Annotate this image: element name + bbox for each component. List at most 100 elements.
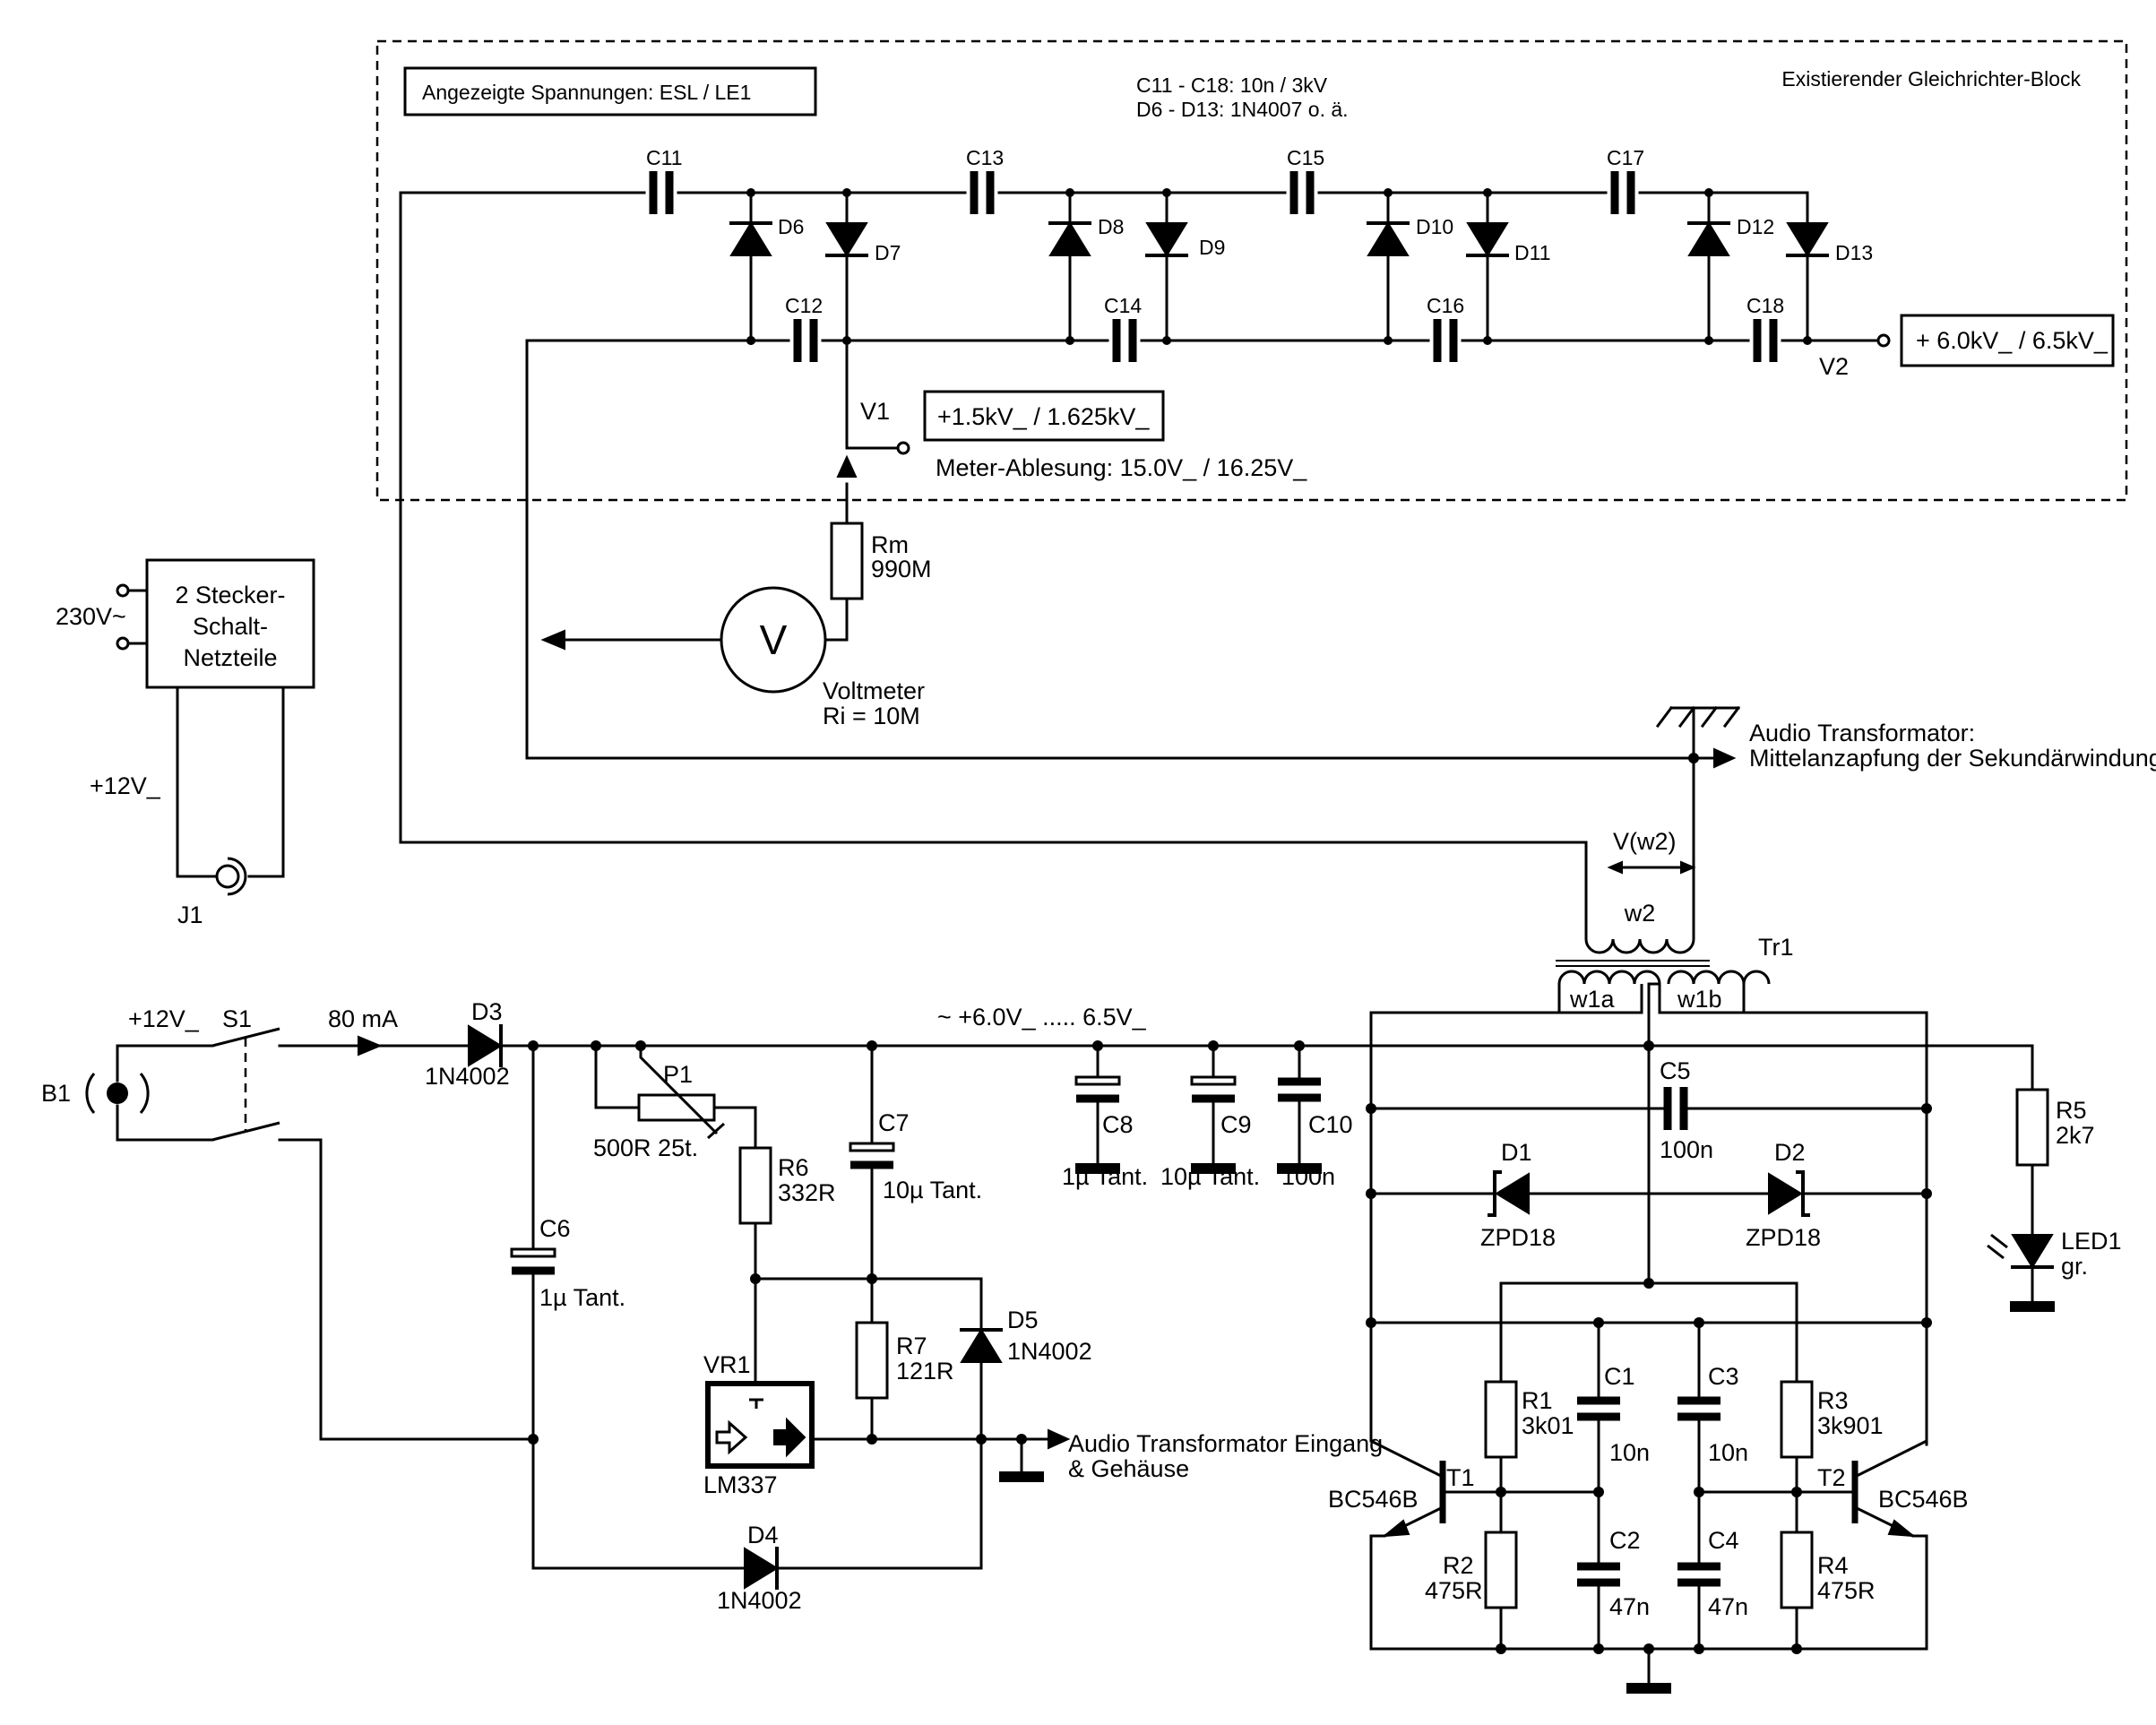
r6-value: 332R <box>778 1179 836 1206</box>
w2-label: w2 <box>1624 900 1656 927</box>
label-d7: D7 <box>875 241 901 264</box>
c7-label: C7 <box>878 1109 910 1136</box>
label-c12: C12 <box>785 294 823 317</box>
diode-d11 <box>1464 221 1511 257</box>
diode-d3-label: D3 <box>471 998 503 1025</box>
d1-type: ZPD18 <box>1480 1224 1556 1251</box>
c8-value: 1µ Tant. <box>1062 1163 1148 1190</box>
switch-s1-label: S1 <box>222 1005 252 1032</box>
r1-label: R1 <box>1522 1387 1553 1414</box>
resistor-r7 <box>855 1321 889 1400</box>
c2-label: C2 <box>1609 1527 1641 1554</box>
ground-arrow-left-icon <box>540 629 565 651</box>
tr1-label: Tr1 <box>1758 934 1794 961</box>
zener-d2 <box>1768 1170 1810 1217</box>
spec-diodes: D6 - D13: 1N4007 o. ä. <box>1136 98 1349 121</box>
jack-j1 <box>215 864 240 889</box>
voltmeter-symbol: V <box>760 617 788 663</box>
led-color: gr. <box>2061 1253 2088 1280</box>
c9-label: C9 <box>1220 1111 1252 1138</box>
capacitor-c10 <box>1278 1082 1321 1098</box>
capacitor-c3 <box>1677 1401 1720 1417</box>
resistor-r6 <box>738 1146 772 1225</box>
voltmeter-ri: Ri = 10M <box>823 703 920 729</box>
winding-w1a <box>1557 970 1661 985</box>
supply-output-label: +12V_ <box>90 772 161 799</box>
r1-value: 3k01 <box>1522 1412 1574 1439</box>
transformer-note-2: Mittelanzapfung der Sekundärwindung <box>1749 745 2156 772</box>
d4-label: D4 <box>747 1522 779 1548</box>
current-label: 80 mA <box>328 1005 398 1032</box>
label-d13: D13 <box>1835 241 1873 264</box>
c5-value: 100n <box>1660 1136 1713 1163</box>
c10-label: C10 <box>1308 1111 1353 1138</box>
probe-arrow-up-icon <box>836 454 858 478</box>
d2-type: ZPD18 <box>1746 1224 1821 1251</box>
diode-d13 <box>1784 221 1831 257</box>
label-c14: C14 <box>1104 294 1142 317</box>
label-d6: D6 <box>778 215 804 238</box>
resistor-rm <box>830 522 864 600</box>
output-line-2: & Gehäuse <box>1068 1455 1189 1482</box>
c5-label: C5 <box>1660 1057 1691 1084</box>
c4-value: 47n <box>1708 1593 1748 1620</box>
capacitor-c15 <box>1294 171 1310 214</box>
c1-value: 10n <box>1609 1439 1650 1466</box>
resistor-r4 <box>1780 1531 1814 1609</box>
v1-value: +1.5kV_ / 1.625kV_ <box>937 403 1150 430</box>
r6-label: R6 <box>778 1154 809 1181</box>
winding-w1b <box>1667 970 1771 985</box>
c6-label: C6 <box>539 1215 571 1242</box>
label-c18: C18 <box>1746 294 1784 317</box>
capacitor-c17 <box>1615 171 1631 214</box>
capacitor-c7 <box>850 1143 893 1165</box>
capacitor-c4 <box>1677 1566 1720 1583</box>
input-plus12: +12V_ <box>128 1005 200 1032</box>
diode-d6 <box>728 221 774 257</box>
capacitor-c6 <box>512 1249 555 1271</box>
capacitor-c9 <box>1192 1077 1235 1099</box>
resistor-r1 <box>1484 1380 1518 1459</box>
diode-d3 <box>467 1022 503 1069</box>
p1-label: P1 <box>663 1061 693 1088</box>
c2-value: 47n <box>1609 1593 1650 1620</box>
v2-label: V2 <box>1819 353 1849 380</box>
resistor-r3 <box>1780 1380 1814 1459</box>
regulator-vr1 <box>705 1381 815 1469</box>
c3-label: C3 <box>1708 1363 1739 1390</box>
chassis-ground-icon <box>1655 705 1741 760</box>
capacitor-c13 <box>974 171 990 214</box>
led-led1 <box>2009 1233 2056 1269</box>
capacitor-c1 <box>1577 1401 1620 1417</box>
diode-d10 <box>1365 221 1411 257</box>
shown-voltages-label: Angezeigte Spannungen: ESL / LE1 <box>422 81 751 104</box>
jack-b1-label: B1 <box>41 1080 71 1107</box>
v1-label: V1 <box>860 398 890 425</box>
label-c11: C11 <box>646 146 683 169</box>
c9-value: 10µ Tant. <box>1160 1163 1260 1190</box>
voltmeter-label: Voltmeter <box>823 677 925 704</box>
jack-b1 <box>107 1082 128 1104</box>
shown-voltages-box <box>403 66 817 116</box>
label-d12: D12 <box>1737 215 1774 238</box>
spec-caps: C11 - C18: 10n / 3kV <box>1136 73 1328 97</box>
input-arrow-icon <box>715 1419 748 1455</box>
transistor-t1 <box>1370 1439 1446 1538</box>
c4-label: C4 <box>1708 1527 1739 1554</box>
d5-label: D5 <box>1007 1307 1039 1333</box>
vw2-label: V(w2) <box>1613 828 1677 855</box>
c1-label: C1 <box>1604 1363 1635 1390</box>
w1b-label: w1b <box>1677 986 1722 1013</box>
r4-value: 475R <box>1817 1577 1876 1604</box>
r5-value: 2k7 <box>2056 1122 2095 1149</box>
label-c13: C13 <box>966 146 1004 169</box>
box-line-1: 2 Stecker- <box>175 582 285 608</box>
label-c17: C17 <box>1607 146 1644 169</box>
current-arrow-icon <box>358 1035 383 1057</box>
rm-value: 990M <box>871 556 932 582</box>
t1-label: T1 <box>1446 1464 1475 1491</box>
output-arrow-icon <box>773 1417 806 1458</box>
adjust-pin-icon <box>749 1398 763 1409</box>
c3-value: 10n <box>1708 1439 1748 1466</box>
